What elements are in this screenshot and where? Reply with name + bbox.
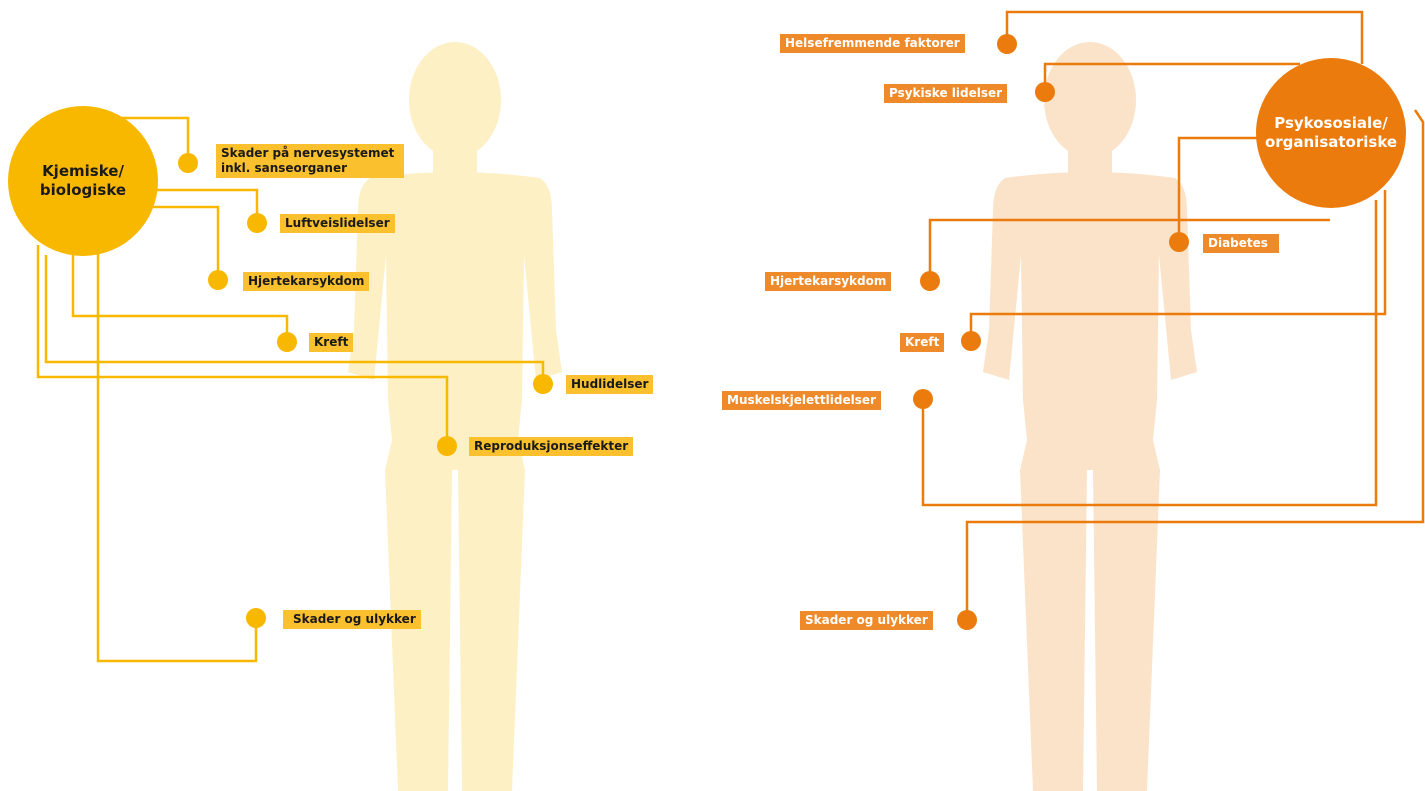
label-mental: Psykiske lidelser — [884, 84, 1008, 103]
connector-cardiovascular-right — [928, 218, 1330, 282]
label-respiratory-text: Luftveislidelser — [285, 216, 390, 230]
connector-cancer — [71, 245, 289, 340]
label-diabetes-text: Diabetes — [1208, 236, 1268, 250]
label-cardiovascular-right-text: Hjertekarsykdom — [770, 274, 887, 288]
dot-reproductive — [437, 436, 457, 456]
label-cardiovascular-right: Hjertekarsykdom — [765, 272, 892, 291]
label-health-promoting-text: Helsefremmende faktorer — [785, 36, 960, 50]
hub-psychosocial-line-1: Psykososiale/ — [1274, 114, 1388, 132]
body-silhouette-left — [348, 42, 562, 791]
label-injuries-text: Skader og ulykker — [293, 612, 416, 626]
label-cancer-right: Kreft — [900, 333, 945, 352]
label-nervous-system: Skader på nervesystemet inkl. sanseorgan… — [216, 144, 404, 178]
label-musculoskeletal: Muskelskjelettlidelser — [722, 391, 881, 410]
connector-respiratory — [150, 188, 259, 220]
dot-health-promoting — [997, 34, 1017, 54]
dot-respiratory — [247, 213, 267, 233]
connector-health-promoting — [1005, 10, 1364, 64]
label-reproductive: Reproduksjonseffekter — [469, 437, 634, 456]
label-skin: Hudlidelser — [566, 375, 654, 394]
body-silhouette-right — [983, 42, 1197, 791]
dot-musculoskeletal — [913, 389, 933, 409]
connector-cardiovascular — [145, 205, 220, 280]
connector-cancer-right — [969, 190, 1387, 341]
label-musculoskeletal-text: Muskelskjelettlidelser — [727, 393, 876, 407]
dot-mental — [1035, 82, 1055, 102]
connector-injuries — [96, 250, 258, 663]
connector-reproductive — [36, 245, 449, 445]
label-injuries-right-text: Skader og ulykker — [805, 613, 928, 627]
dot-injuries-right — [957, 610, 977, 630]
connectors-chemical — [36, 116, 545, 663]
label-injuries: Skader og ulykker — [283, 610, 421, 629]
label-reproductive-text: Reproduksjonseffekter — [474, 439, 629, 453]
endpoints-chemical — [178, 153, 553, 628]
label-injuries-right: Skader og ulykker — [800, 611, 933, 630]
endpoints-psychosocial — [913, 34, 1189, 630]
connector-skin — [44, 255, 545, 382]
dot-injuries — [246, 608, 266, 628]
label-cancer: Kreft — [309, 333, 354, 352]
dot-skin — [533, 374, 553, 394]
dot-cardiovascular — [208, 270, 228, 290]
label-mental-text: Psykiske lidelser — [889, 86, 1003, 100]
dot-cardiovascular-right — [920, 271, 940, 291]
hub-chemical-line-1: Kjemiske/ — [42, 162, 124, 180]
label-cancer-text: Kreft — [314, 335, 349, 349]
connector-diabetes — [1177, 136, 1262, 240]
hub-psychosocial-line-2: organisatoriske — [1264, 133, 1398, 151]
hub-chemical-biological: Kjemiske/ biologiske — [8, 106, 158, 256]
dot-cancer-right — [961, 331, 981, 351]
dot-diabetes — [1169, 232, 1189, 252]
label-health-promoting: Helsefremmende faktorer — [780, 34, 965, 53]
label-cancer-right-text: Kreft — [905, 335, 940, 349]
label-skin-text: Hudlidelser — [571, 377, 649, 391]
connectors-psychosocial — [921, 10, 1425, 620]
dot-cancer — [277, 332, 297, 352]
connector-injuries-right — [965, 109, 1425, 620]
connector-musculoskeletal — [921, 200, 1378, 507]
label-diabetes: Diabetes — [1203, 234, 1279, 253]
label-respiratory: Luftveislidelser — [280, 214, 395, 233]
label-nervous-system-line-2: inkl. sanseorganer — [221, 161, 347, 175]
label-cardiovascular: Hjertekarsykdom — [243, 272, 370, 291]
dot-nervous-system — [178, 153, 198, 173]
label-nervous-system-line-1: Skader på nervesystemet — [221, 146, 395, 160]
hub-psychosocial-organisational: Psykososiale/ organisatoriske — [1256, 58, 1406, 208]
hub-chemical-line-2: biologiske — [39, 181, 127, 199]
label-cardiovascular-text: Hjertekarsykdom — [248, 274, 365, 288]
